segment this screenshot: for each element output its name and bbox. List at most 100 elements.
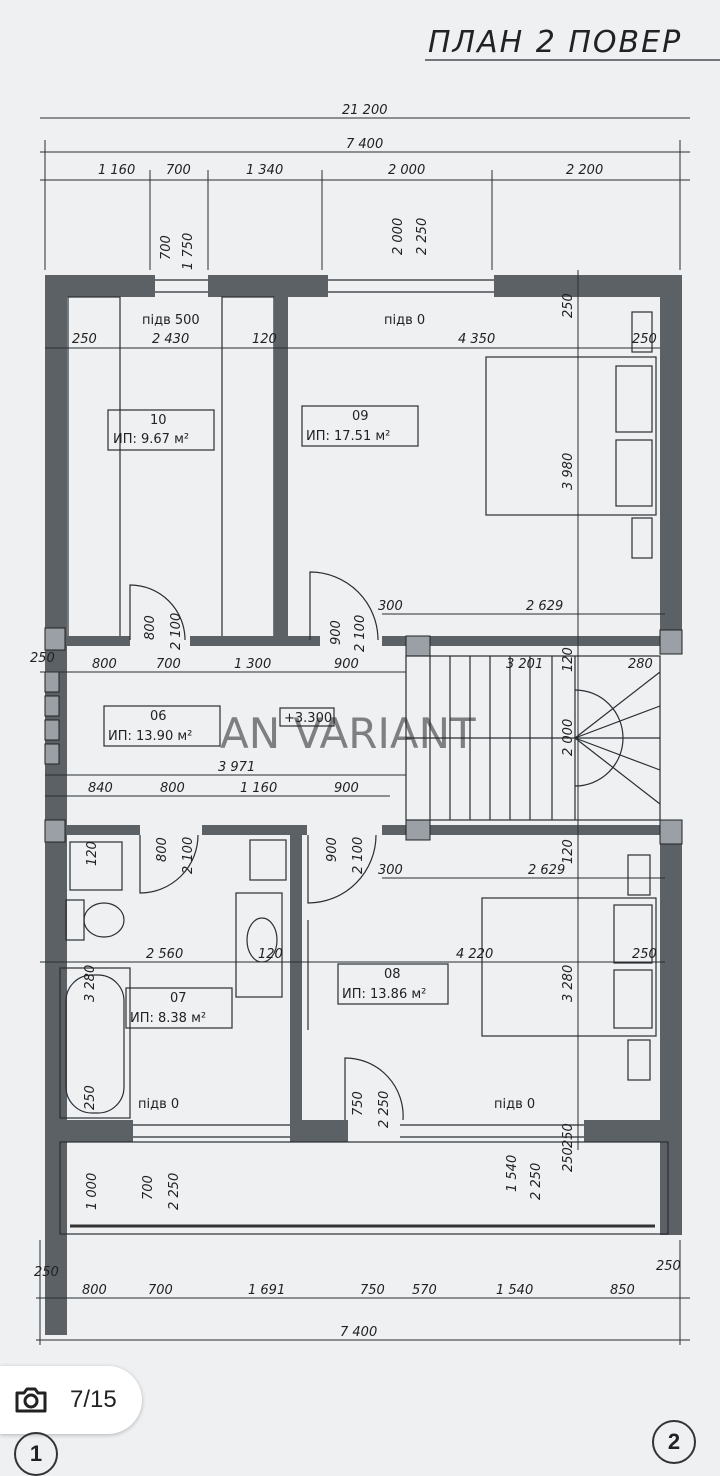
room-08: 08 ИП: 13.86 м² [337, 963, 449, 1005]
dim-room09-height: 3 980 [561, 453, 576, 490]
dim-door-lower-4: 2 100 [351, 837, 366, 874]
dim-hall-lower-2: 1 160 [240, 781, 277, 796]
dim-top-3: 2 000 [388, 163, 425, 178]
dim-door-upper-2: 900 [329, 620, 344, 645]
camera-icon [15, 1387, 47, 1413]
dim-window-left-1: 1 750 [181, 233, 196, 270]
dim-bottom-5: 570 [412, 1283, 437, 1298]
dim-door-upper-0: 800 [143, 615, 158, 640]
dim-hall-lower-1: 800 [160, 781, 185, 796]
dim-bottom-4: 750 [360, 1283, 385, 1298]
room-06: 06 ИП: 13.90 м² [103, 705, 221, 747]
dim-bottom-6: 1 540 [496, 1283, 533, 1298]
dim-hall-upper-2: 700 [156, 657, 181, 672]
room-07: 07 ИП: 8.38 м² [125, 987, 233, 1029]
dim-stair-0: 2 000 [561, 719, 576, 756]
dim-window-bottom-5: 250 [561, 1147, 576, 1172]
room-area: ИП: 13.86 м² [342, 987, 426, 1002]
dim-hall-upper-4: 900 [334, 657, 359, 672]
dim-bottom-8: 250 [656, 1259, 681, 1274]
dim-door-lower-6: 2 629 [528, 863, 565, 878]
dim-door-lower-7: 120 [561, 839, 576, 864]
room-number: 09 [352, 409, 369, 424]
sheet-number-right: 2 [652, 1420, 696, 1464]
dim-window-mid-1: 2 250 [415, 218, 430, 255]
dim-door-lower-3: 900 [325, 837, 340, 862]
dim-window-mid-0: 2 000 [391, 218, 406, 255]
dim-top-2: 1 340 [246, 163, 283, 178]
dim-hall-lower-3: 900 [334, 781, 359, 796]
dim-hall-lower-0: 840 [88, 781, 113, 796]
dim-window-bottom-2: 2 250 [167, 1173, 182, 1210]
photo-counter: 7/15 [70, 1386, 117, 1413]
dim-upper-inner-0: 250 [72, 332, 97, 347]
sheet-number-left: 1 [14, 1432, 58, 1476]
dim-door-bottom-1: 2 250 [377, 1091, 392, 1128]
dim-window-left-0: 700 [159, 235, 174, 260]
dim-bottom-3: 1 691 [248, 1283, 285, 1298]
dim-door-lower-0: 120 [85, 841, 100, 866]
dim-top-4: 2 200 [566, 163, 603, 178]
bed-upper [485, 311, 657, 559]
dim-upper-inner-2: 120 [252, 332, 277, 347]
room-area: ИП: 17.51 м² [306, 429, 390, 444]
dim-door-lower-1: 800 [155, 837, 170, 862]
room-10: 10 ИП: 9.67 м² [107, 409, 215, 451]
dim-door-lower-5: 300 [378, 863, 403, 878]
photo-counter-badge[interactable]: 7/15 [0, 1366, 142, 1434]
room-number: 10 [150, 413, 167, 428]
dim-lower-inner-3: 250 [632, 947, 657, 962]
staircase [405, 655, 661, 821]
room-area: ИП: 8.38 м² [130, 1011, 206, 1026]
dim-bottom-2: 700 [148, 1283, 173, 1298]
dim-bottom-7: 850 [610, 1283, 635, 1298]
dim-hall-upper-3: 1 300 [234, 657, 271, 672]
sill-label-0: підв 500 [142, 313, 200, 328]
dim-bottom-1: 800 [82, 1283, 107, 1298]
dim-upper-inner-3: 4 350 [458, 332, 495, 347]
dim-top-total: 21 200 [342, 103, 388, 118]
room-number: 08 [384, 967, 401, 982]
dim-lower-vertical-2: 250 [83, 1085, 98, 1110]
dim-window-bottom-0: 1 000 [85, 1173, 100, 1210]
dim-hall-upper-0: 250 [30, 651, 55, 666]
dim-lower-inner-2: 4 220 [456, 947, 493, 962]
dim-hall-upper-6: 120 [561, 647, 576, 672]
drawing-title: ПЛАН 2 ПОВЕР [428, 25, 682, 60]
dim-hall-upper-7: 280 [628, 657, 653, 672]
room-area: ИП: 9.67 м² [113, 432, 189, 447]
dim-bottom-total: 7 400 [340, 1325, 377, 1340]
sill-label-3: підв 0 [494, 1097, 535, 1112]
dim-window-bottom-4: 2 250 [529, 1163, 544, 1200]
dim-lower-vertical-1: 3 280 [561, 965, 576, 1002]
dim-lower-vertical-0: 3 280 [83, 965, 98, 1002]
dim-door-upper-5: 2 629 [526, 599, 563, 614]
dim-top-width: 7 400 [346, 137, 383, 152]
dim-upper-inner-1: 2 430 [152, 332, 189, 347]
dim-top-0: 1 160 [98, 163, 135, 178]
room-number: 06 [150, 709, 167, 724]
room-area: ИП: 13.90 м² [108, 729, 192, 744]
watermark: AN VARIANT [220, 709, 476, 758]
dim-door-bottom-0: 750 [351, 1091, 366, 1116]
dim-hall-upper-5: 3 201 [506, 657, 543, 672]
dim-hall-upper-1: 800 [92, 657, 117, 672]
dim-door-bottom-2: 250 [561, 1123, 576, 1148]
dim-upper-inner-5: 250 [561, 293, 576, 318]
bed-lower [481, 854, 657, 1081]
dim-top-1: 700 [166, 163, 191, 178]
dim-lower-inner-1: 120 [258, 947, 283, 962]
dim-door-lower-2: 2 100 [181, 837, 196, 874]
dim-upper-inner-4: 250 [632, 332, 657, 347]
dim-door-upper-4: 300 [378, 599, 403, 614]
room-09: 09 ИП: 17.51 м² [301, 405, 419, 447]
dim-bottom-0: 250 [34, 1265, 59, 1280]
dim-window-bottom-3: 1 540 [505, 1155, 520, 1192]
toilet [65, 841, 125, 941]
dim-window-bottom-1: 700 [141, 1175, 156, 1200]
bathtub [59, 967, 131, 1119]
dim-door-upper-3: 2 100 [353, 615, 368, 652]
sill-label-1: підв 0 [384, 313, 425, 328]
dim-stair-1: 3 971 [218, 760, 255, 775]
sill-label-2: підв 0 [138, 1097, 179, 1112]
